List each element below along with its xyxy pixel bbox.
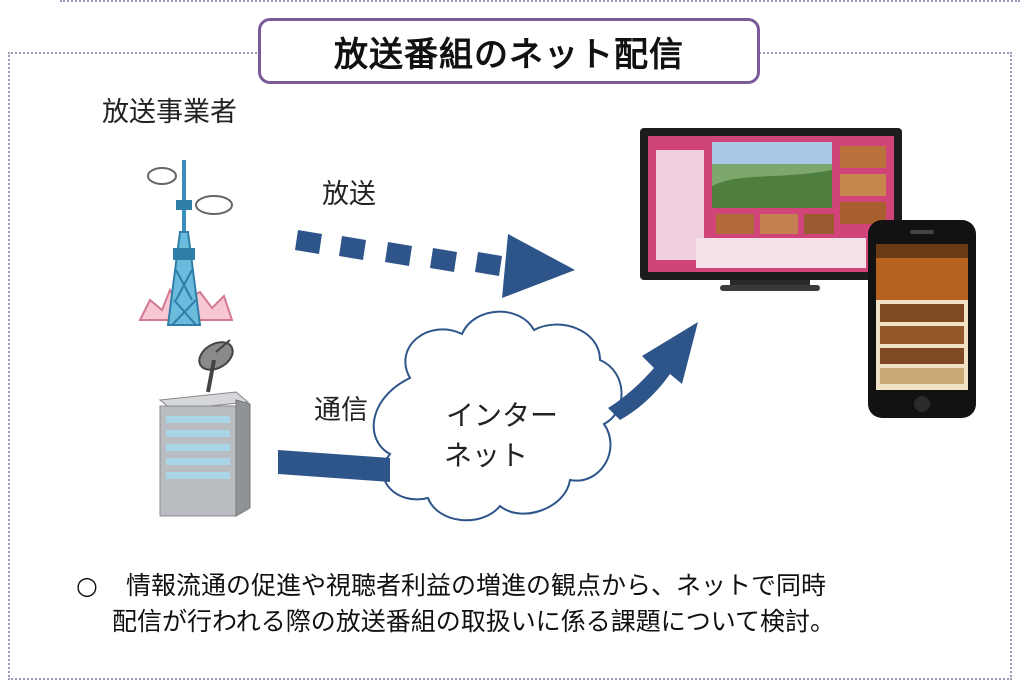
telecom-label: 通信	[314, 395, 368, 426]
smartphone-icon	[868, 220, 976, 418]
note-line-2: 配信が行われる際の放送番組の取扱いに係る課題について検討。	[112, 607, 836, 636]
cloud-icon	[372, 310, 623, 522]
internet-label-line1: インター	[446, 399, 559, 432]
diagram-title: 放送番組のネット配信	[334, 34, 684, 75]
telecom-arrow-out	[608, 322, 698, 420]
small-cloud-icon-left	[147, 167, 177, 185]
broadcast-tower-icon	[138, 160, 234, 326]
broadcast-label: 放送	[322, 179, 376, 210]
television-icon	[640, 128, 902, 291]
data-center-building-icon	[158, 391, 251, 517]
broadcast-arrow	[295, 230, 575, 298]
note-line-1: 情報流通の促進や視聴者利益の増進の観点から、ネットで同時	[126, 571, 827, 600]
satellite-dish-icon	[198, 339, 234, 393]
broadcaster-label: 放送事業者	[102, 97, 237, 128]
internet-label-line2: ネット	[444, 439, 529, 472]
bullet-circle-icon: ○	[76, 571, 98, 600]
description-note: ○ 情報流通の促進や視聴者利益の増進の観点から、ネットで同時 配信が行われる際の…	[76, 568, 1006, 640]
internet-label: インター ネット	[416, 396, 596, 476]
top-dotted-line	[60, 0, 1020, 2]
telecom-arrow-in	[278, 450, 390, 482]
title-box: 放送番組のネット配信	[258, 18, 760, 84]
small-cloud-icon-right	[195, 195, 233, 215]
